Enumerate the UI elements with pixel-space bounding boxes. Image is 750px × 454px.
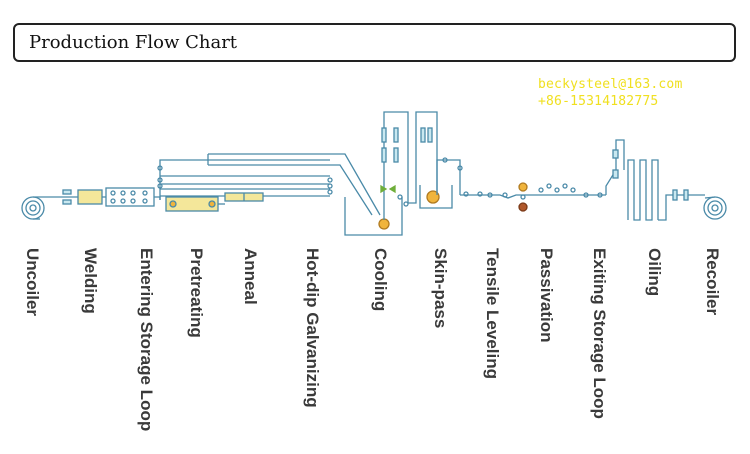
stage-entering-storage-loop: Entering Storage Loop [137,248,156,432]
stage-skin-pass: Skin-pass [431,248,450,329]
watermark-email: beckysteel@163.com [538,77,683,92]
stage-passivation: Passivation [537,248,556,343]
stage-hot-dip-galvanizing: Hot-dip Galvanizing [303,248,322,408]
recoiler-coil [703,196,727,220]
title-box: Production Flow Chart [13,23,736,62]
chart-title: Production Flow Chart [29,32,238,53]
stage-exiting-storage-loop: Exiting Storage Loop [590,248,609,419]
stage-tensile-leveling: Tensile Leveling [483,248,502,380]
quench-tank [419,185,453,209]
stage-cooling: Cooling [371,248,390,312]
uncoiler-coil [21,196,45,220]
stage-pretreating: Pretreating [187,248,206,338]
zinc-pot [344,197,403,236]
welder-box [77,189,103,205]
stage-anneal: Anneal [241,248,260,305]
entry-loop-box [105,187,155,207]
watermark-phone: +86-15314182775 [538,94,659,109]
stage-oiling: Oiling [645,248,664,297]
stage-welding: Welding [81,248,100,314]
stage-uncoiler: Uncoiler [23,248,42,317]
stage-recoiler: Recoiler [703,248,722,316]
